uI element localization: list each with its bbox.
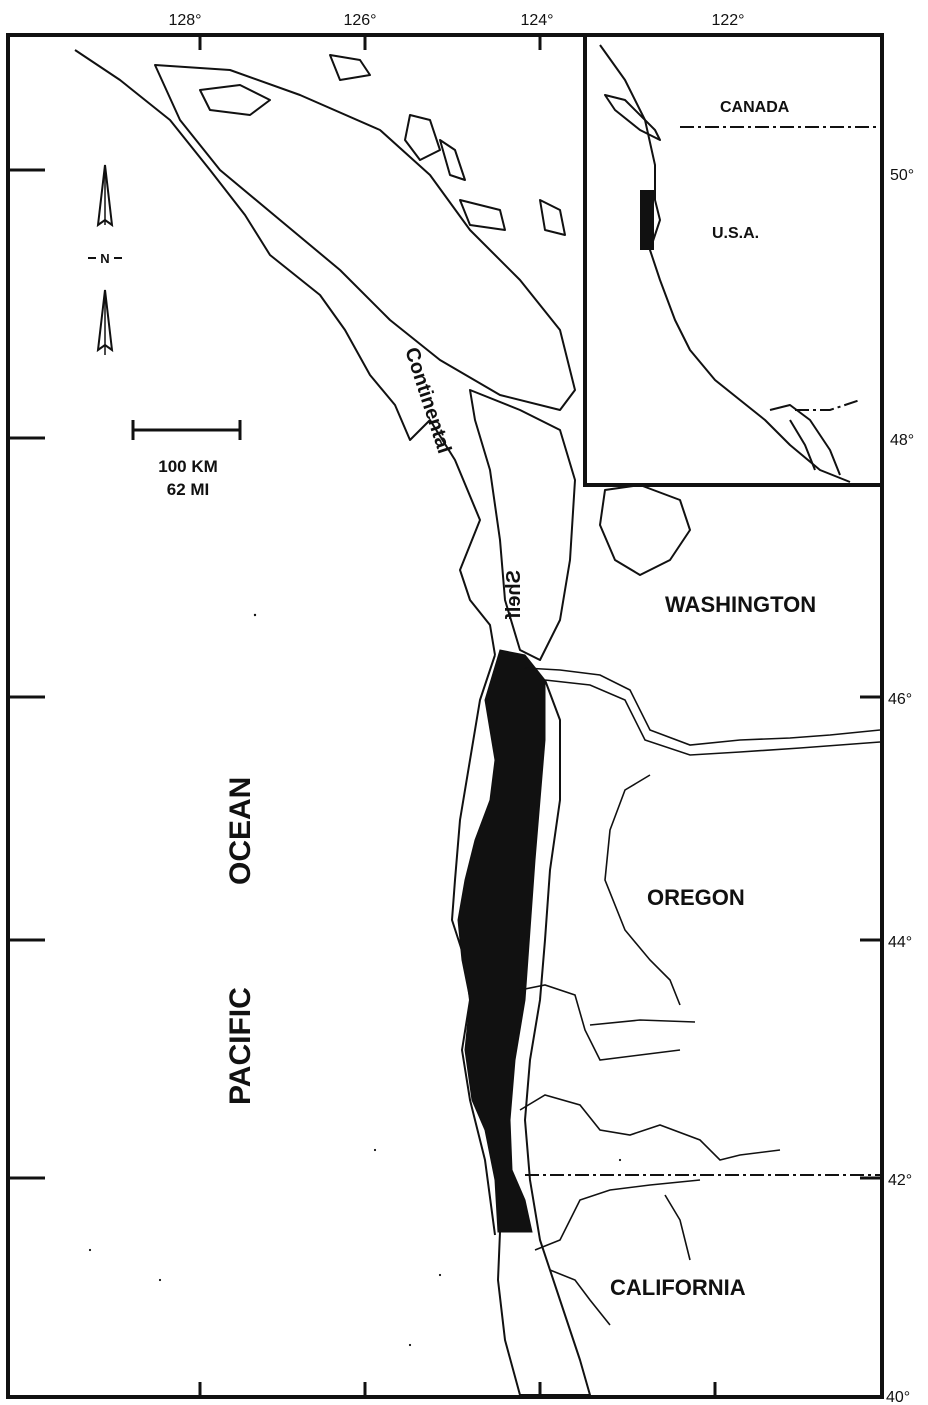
label-oregon: OREGON bbox=[647, 885, 745, 910]
inset-coast-north bbox=[599, 44, 851, 483]
klamath-river bbox=[534, 1179, 701, 1261]
willamette-river bbox=[604, 774, 681, 1006]
scale-bar: 100 KM 62 MI bbox=[131, 420, 242, 499]
puget-sound bbox=[599, 484, 691, 576]
inset-map: CANADA U.S.A. bbox=[583, 33, 884, 487]
shelf-edge-south bbox=[451, 654, 496, 1236]
ocean-specks bbox=[88, 613, 622, 1347]
inset-border-2 bbox=[795, 399, 861, 411]
inset-bay bbox=[769, 404, 841, 476]
ocean-label-ocean: OCEAN bbox=[224, 777, 257, 885]
lat-label-50: 50° bbox=[890, 167, 914, 184]
lat-label-40: 40° bbox=[886, 1389, 910, 1405]
lat-label-42: 42° bbox=[888, 1172, 912, 1189]
inset-island bbox=[604, 94, 661, 141]
study-area bbox=[457, 649, 546, 1233]
columbia-river bbox=[524, 667, 881, 746]
lon-label-128: 128° bbox=[168, 12, 201, 29]
trinity-river bbox=[549, 1269, 611, 1326]
north-arrow-icon: N bbox=[88, 164, 122, 355]
mainland-coast-north bbox=[469, 389, 576, 661]
lon-label-124: 124° bbox=[520, 12, 553, 29]
shelf-label-2: Shelf bbox=[503, 570, 525, 619]
inset-label-usa: U.S.A. bbox=[712, 225, 759, 242]
lat-label-44: 44° bbox=[888, 934, 912, 951]
columbia-river-bank bbox=[544, 679, 881, 756]
vancouver-island bbox=[154, 64, 576, 411]
scale-label-mi: 62 MI bbox=[167, 480, 210, 499]
coastline-south bbox=[497, 679, 591, 1396]
map-frame bbox=[6, 33, 884, 1399]
ocean-label-pacific: PACIFIC bbox=[224, 987, 257, 1105]
shelf-edge-north bbox=[74, 49, 496, 656]
umpqua-river bbox=[519, 984, 681, 1061]
lon-label-122: 122° bbox=[711, 12, 744, 29]
lon-label-126: 126° bbox=[343, 12, 376, 29]
label-california: CALIFORNIA bbox=[610, 1275, 746, 1300]
inset-study-area bbox=[640, 190, 654, 250]
coos-river bbox=[589, 1019, 696, 1026]
lat-label-46: 46° bbox=[888, 691, 912, 708]
rogue-river bbox=[519, 1094, 781, 1161]
inset-label-canada: CANADA bbox=[720, 99, 790, 116]
lat-label-48: 48° bbox=[890, 432, 914, 449]
north-arrow-label: N bbox=[100, 251, 109, 266]
scale-label-km: 100 KM bbox=[158, 457, 218, 476]
label-washington: WASHINGTON bbox=[665, 592, 816, 617]
side-ticks bbox=[8, 168, 882, 1180]
shelf-label-1: Continental bbox=[400, 345, 455, 456]
fjord-details bbox=[199, 54, 566, 236]
